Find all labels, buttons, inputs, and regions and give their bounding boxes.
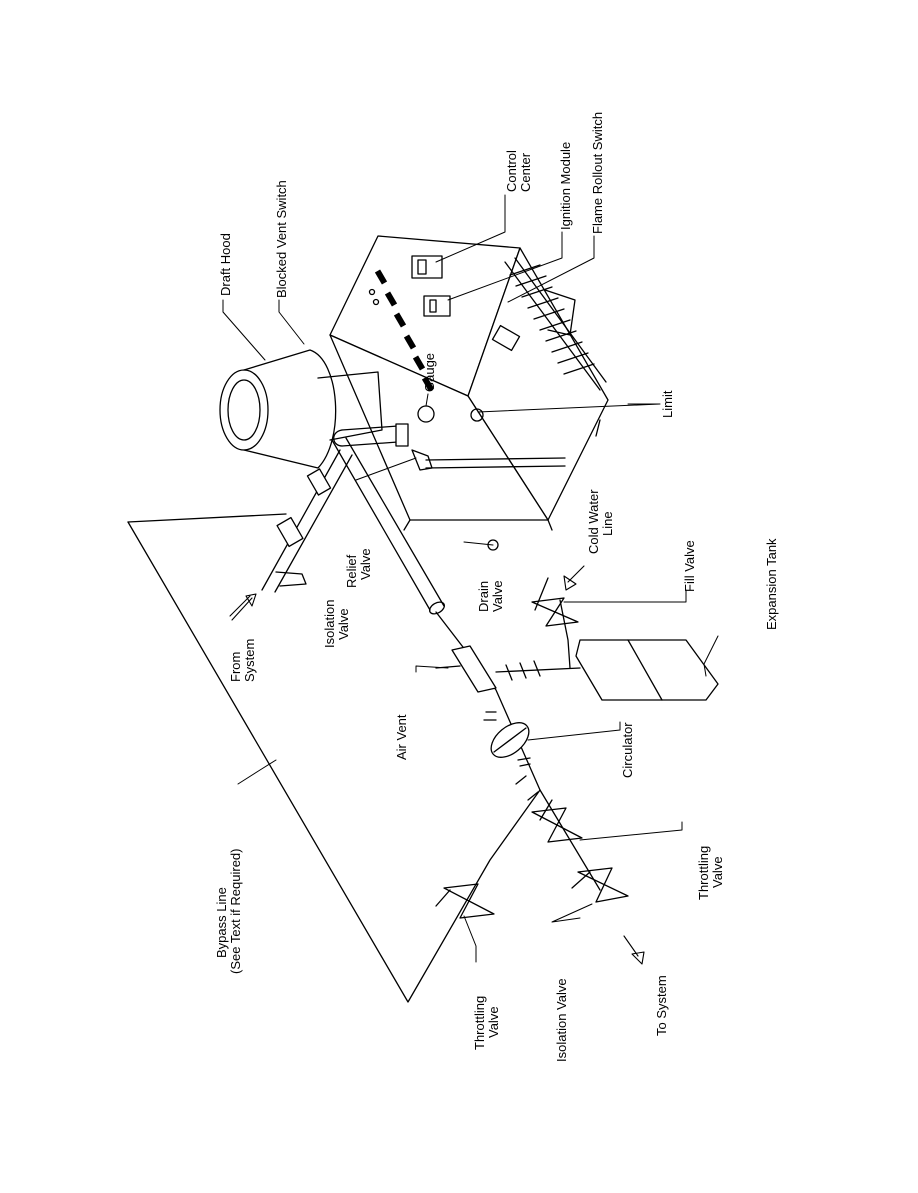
- throttling-valve-left-symbol: [443, 883, 495, 919]
- relief-valve-body: [411, 449, 433, 471]
- label-control-center: Control Center: [504, 146, 533, 192]
- from-system-arrow: [231, 593, 257, 621]
- label-bypass-line: Bypass Line (See Text if Required): [214, 849, 243, 975]
- label-limit: Limit: [660, 390, 675, 418]
- system-schematic: [127, 513, 719, 1003]
- ignition-module-box: [423, 295, 451, 317]
- label-gauge: Gauge: [422, 353, 437, 392]
- label-draft-hood: Draft Hood: [218, 233, 233, 296]
- bypass-line: [127, 521, 541, 1003]
- label-drain-valve: Drain Valve: [476, 577, 505, 612]
- jacket-vents: [374, 269, 435, 392]
- label-blocked-vent-switch: Blocked Vent Switch: [274, 180, 289, 298]
- label-isolation-valve-bottom: Isolation Valve: [554, 978, 569, 1062]
- isolation-valve-bottom-symbol: [577, 867, 629, 903]
- expansion-tank-symbol: [575, 639, 719, 701]
- draft-hood: [219, 349, 383, 469]
- label-expansion-tank: Expansion Tank: [764, 538, 779, 630]
- label-fill-valve: Fill Valve: [682, 540, 697, 592]
- label-throttling-valve-left: Throttling Valve: [472, 992, 501, 1050]
- arrows: [229, 565, 645, 965]
- label-isolation-valve-top: Isolation Valve: [322, 596, 351, 648]
- drain-valve-body: [487, 539, 499, 551]
- label-to-system: To System: [654, 975, 669, 1036]
- burner-tubes: [509, 264, 595, 375]
- to-system-arrow: [623, 935, 645, 965]
- labels: Control Center Ignition Module Flame Rol…: [214, 112, 779, 1062]
- throttling-valve-right-symbol: [531, 807, 583, 843]
- label-throttling-valve-right: Throttling Valve: [696, 842, 725, 900]
- label-circulator: Circulator: [620, 722, 635, 778]
- label-from-system: From System: [228, 639, 257, 682]
- control-center-box: [411, 255, 443, 279]
- boiler: [329, 235, 609, 531]
- air-vent-symbol: [451, 645, 497, 693]
- leader-lines: [222, 194, 719, 963]
- label-air-vent: Air Vent: [394, 714, 409, 760]
- label-cold-water-line: Cold Water Line: [586, 486, 615, 554]
- limit-switch: [470, 408, 484, 422]
- label-flame-rollout-switch: Flame Rollout Switch: [590, 112, 605, 234]
- supply-piping: [261, 405, 499, 615]
- label-ignition-module: Ignition Module: [558, 142, 573, 230]
- label-relief-valve: Relief Valve: [344, 548, 373, 588]
- cold-water-arrow: [563, 565, 585, 591]
